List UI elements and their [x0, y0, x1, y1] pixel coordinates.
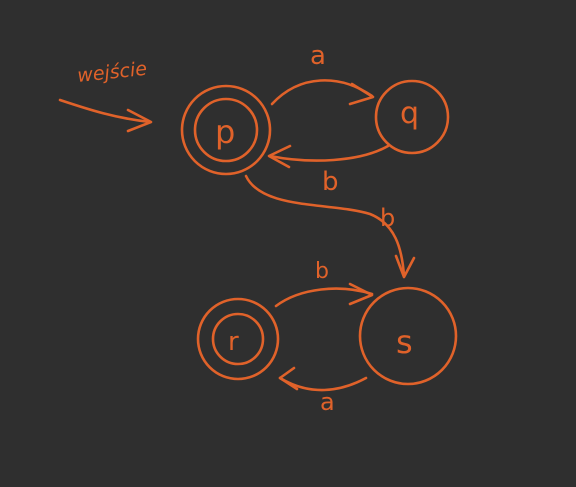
- transition-q-to-p: [267, 144, 390, 169]
- state-q-label: q: [400, 96, 419, 131]
- state-s-label: s: [396, 323, 413, 361]
- transition-p-to-s: [244, 174, 416, 279]
- transition-r-to-s: [274, 282, 374, 308]
- start-label: wejście: [76, 58, 148, 87]
- transition-p-to-q-label: a: [310, 41, 326, 71]
- state-r: [196, 297, 280, 381]
- state-p: [180, 84, 272, 176]
- transition-r-to-s-label: b: [315, 259, 329, 284]
- transition-s-to-r: [278, 366, 368, 392]
- transition-p-to-s-label: b: [380, 204, 395, 232]
- transition-s-to-r-label: a: [320, 388, 335, 416]
- transition-q-to-p-label: b: [322, 167, 339, 197]
- start-arrow: [58, 98, 153, 133]
- state-p-label: p: [215, 113, 235, 151]
- state-s: [358, 286, 458, 386]
- transition-p-to-q: [270, 79, 375, 106]
- state-r-label: r: [228, 327, 239, 357]
- state-q: [374, 79, 450, 155]
